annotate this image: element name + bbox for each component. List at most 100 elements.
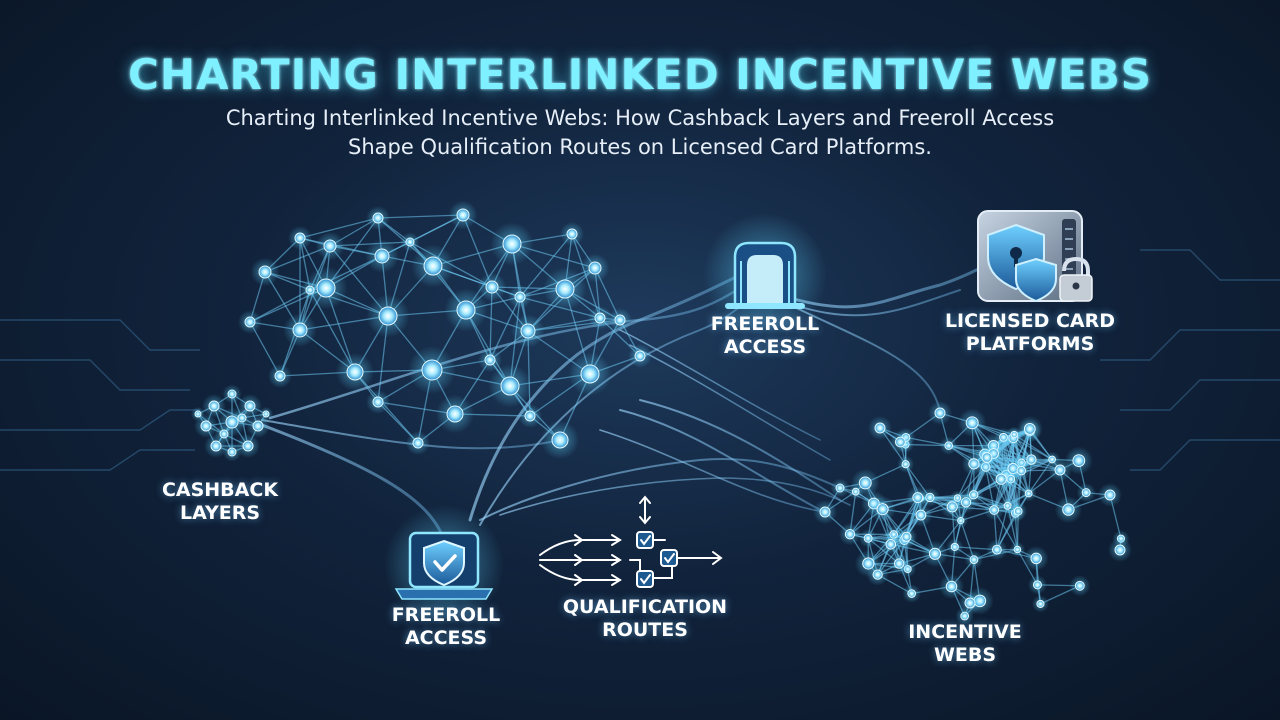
network-node xyxy=(876,503,889,516)
network-node xyxy=(1114,544,1126,556)
network-node xyxy=(1013,545,1022,554)
page-subtitle: Charting Interlinked Incentive Webs: How… xyxy=(140,104,1140,162)
network-link xyxy=(299,217,379,239)
network-node xyxy=(421,359,443,381)
network-node xyxy=(252,420,264,432)
network-node xyxy=(244,400,256,412)
network-node xyxy=(614,314,626,326)
network-node xyxy=(915,509,927,521)
network-node xyxy=(456,300,476,320)
network-node xyxy=(981,452,993,463)
network-node xyxy=(844,528,856,540)
network-node xyxy=(194,410,202,418)
network-node xyxy=(484,354,496,366)
network-node xyxy=(874,422,886,434)
network-node xyxy=(200,420,212,432)
network-node xyxy=(912,492,924,503)
incentive-stream xyxy=(479,458,841,521)
network-node xyxy=(227,447,237,457)
network-node xyxy=(372,212,384,224)
network-node xyxy=(934,407,946,419)
network-node xyxy=(208,400,220,412)
network-node xyxy=(1023,423,1036,435)
incentive-stream xyxy=(499,477,851,516)
network-node xyxy=(964,597,976,609)
incentive-webs-network xyxy=(813,401,1132,626)
network-node xyxy=(1030,552,1042,565)
network-node xyxy=(242,440,254,452)
network-node xyxy=(1032,580,1042,590)
network-node xyxy=(294,232,306,244)
network-node xyxy=(210,440,222,452)
network-node xyxy=(835,483,845,493)
network-node xyxy=(819,506,831,518)
network-node xyxy=(423,256,443,276)
network-node xyxy=(237,413,247,423)
label-freeroll-access-bottom: FREEROLL ACCESS xyxy=(391,604,501,649)
network-node xyxy=(907,589,917,598)
network-node xyxy=(901,460,910,469)
network-node xyxy=(580,364,600,384)
network-node xyxy=(551,431,569,449)
label-qualification-routes: QUALIFICATION ROUTES xyxy=(562,596,728,641)
network-node xyxy=(953,494,962,502)
network-node xyxy=(502,234,522,254)
network-node xyxy=(885,538,897,550)
incentive-stream xyxy=(629,344,831,461)
network-node xyxy=(374,248,390,264)
incentive-stream xyxy=(639,399,841,501)
network-node xyxy=(1074,580,1085,591)
network-node xyxy=(858,476,872,490)
network-node xyxy=(323,239,337,253)
network-node xyxy=(872,569,883,580)
network-node xyxy=(274,370,286,382)
network-node xyxy=(262,410,270,418)
portal-gate-icon xyxy=(703,213,827,337)
network-node xyxy=(485,280,499,294)
network-node xyxy=(346,363,364,381)
subtitle-line-2: Shape Qualification Routes on Licensed C… xyxy=(348,135,932,159)
network-node xyxy=(989,505,1000,515)
circuit-traces xyxy=(0,249,1280,471)
network-node xyxy=(1054,464,1066,476)
network-node xyxy=(244,316,256,328)
network-node xyxy=(901,531,912,542)
label-incentive-webs: INCENTIVE WEBS xyxy=(908,621,1022,666)
network-node xyxy=(305,285,315,295)
network-node xyxy=(634,350,646,362)
network-node xyxy=(258,265,272,279)
network-node xyxy=(316,278,336,298)
network-node xyxy=(895,436,906,448)
network-node xyxy=(950,542,959,551)
network-node xyxy=(456,208,470,222)
incentive-stream xyxy=(599,429,826,513)
label-freeroll-access-top: FREEROLL ACCESS xyxy=(710,313,820,358)
network-node xyxy=(1013,506,1023,516)
network-node xyxy=(1024,489,1033,498)
network-node xyxy=(566,228,578,240)
network-node xyxy=(594,312,606,324)
network-node xyxy=(219,429,229,439)
network-node xyxy=(893,558,905,569)
network-link xyxy=(519,233,573,298)
network-node xyxy=(991,544,1002,555)
network-node xyxy=(412,437,424,449)
network-node xyxy=(965,416,979,430)
network-node xyxy=(995,473,1007,485)
network-node xyxy=(945,580,958,593)
network-node xyxy=(1036,599,1045,608)
network-node xyxy=(1010,430,1018,439)
network-node xyxy=(405,237,415,247)
network-node xyxy=(968,490,979,500)
network-node xyxy=(500,376,520,396)
network-node xyxy=(1016,466,1026,476)
routing-arrows-checkbox-icon xyxy=(539,495,723,588)
network-node xyxy=(555,279,575,299)
page-title: CHARTING INTERLINKED INCENTIVE WEBS xyxy=(128,50,1152,99)
secure-server-lock-icon xyxy=(977,210,1093,303)
incentive-stream xyxy=(619,409,831,516)
shield-check-laptop-icon xyxy=(384,505,504,625)
incentive-stream xyxy=(619,329,821,441)
network-node xyxy=(969,555,979,565)
